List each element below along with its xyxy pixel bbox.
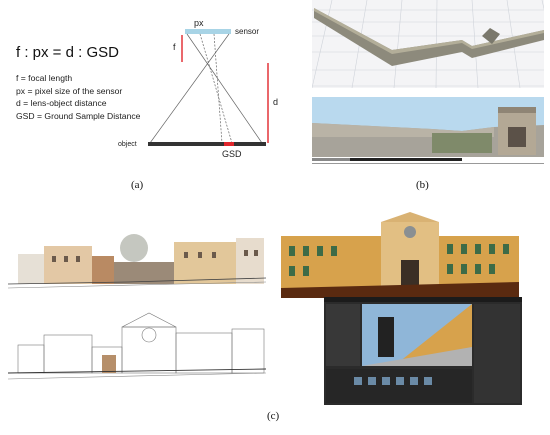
facade-line-drawing [8,312,266,380]
gsd-mark [224,142,234,146]
legend-distance: d = lens-object distance [16,98,107,108]
textured-3d-facade [281,208,519,298]
light-rays [149,33,263,144]
sensor-bar [185,29,231,34]
panel-b: (b) [280,0,550,200]
label-object: object [118,141,137,148]
label-px: px [194,18,204,28]
legend-pixel-size: px = pixel size of the sensor [16,85,123,96]
legend-focal-length: f = focal length [16,73,73,83]
formula-legend: f = focal length px = pixel size of the … [16,72,140,122]
gsd-diagram [148,29,269,146]
label-f: f [173,42,176,52]
legend-gsd: GSD = Ground Sample Distance [16,110,141,121]
label-d: d [273,97,279,107]
point-cloud-facade-top [8,222,266,294]
label-sensor: sensor [235,27,260,36]
panel-c: (c) [0,200,550,435]
wall-3d-model [312,0,544,88]
label-gsd: GSD [222,149,242,159]
caption-b: (b) [416,179,429,191]
panel-a: f : px = d : GSD f = focal length px = p… [0,0,280,200]
game-engine-screenshot [324,297,522,405]
wall-elevation [312,97,544,171]
caption-c: (c) [267,410,280,422]
object-bar [148,142,266,146]
gsd-formula: f : px = d : GSD [16,44,119,61]
caption-a: (a) [131,179,144,191]
